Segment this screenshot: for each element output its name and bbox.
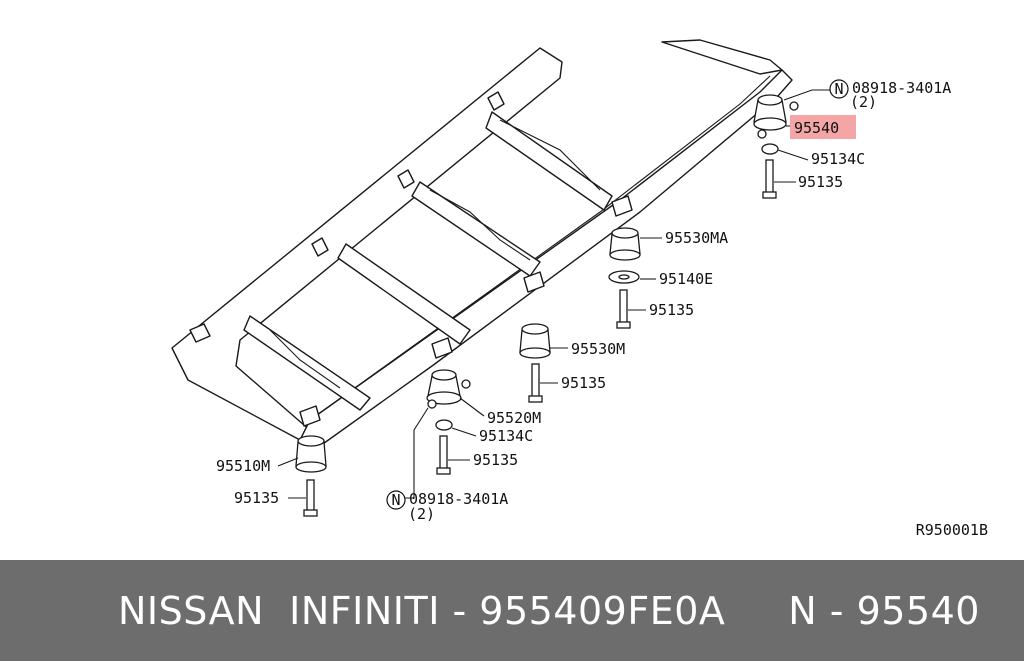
label-nut-bottom: 08918-3401A [409,490,508,508]
leader-lines [277,89,830,499]
footer-banner: NISSAN INFINITI - 955409FE0A N - 95540 [0,560,1024,661]
nut-bottom-symbol-text: N [391,491,400,509]
washer-95134c-bottom [435,419,453,431]
label-bolt-mid: 95135 [649,301,694,319]
bolt-95510m [303,479,318,517]
nut-bottom-2-icon [427,399,437,409]
label-bolt-top: 95135 [798,173,843,191]
bolt-mid [616,289,631,329]
label-washer-bottom: 95134C [479,427,533,445]
label-nut-top: 08918-3401A [852,79,951,97]
highlight-95540 [790,115,856,139]
label-bolt-95530m: 95135 [561,374,606,392]
bolt-top [762,159,777,199]
label-washer-top: 95134C [811,150,865,168]
part-95520m-mount[interactable] [426,369,462,405]
vehicle-frame [171,39,793,447]
label-bolt-95510m: 95135 [234,489,279,507]
diagram-ref-code: R950001B [916,521,988,539]
label-95530m[interactable]: 95530M [571,340,625,358]
nut-top-symbol: N [829,79,849,99]
frame-diagram: N 08918-3401A (2) 95540 95134C 95135 955… [171,39,988,539]
label-95140e: 95140E [659,270,713,288]
label-nut-top-qty: (2) [850,93,877,111]
label-95520m[interactable]: 95520M [487,409,541,427]
label-nut-bottom-qty: (2) [408,505,435,523]
nut-top-symbol-text: N [834,80,843,98]
bolt-95520m [436,435,451,475]
bolt-95530m [528,363,543,403]
nut-bottom-icon [461,379,471,389]
parts-diagram: N 08918-3401A (2) 95540 95134C 95135 955… [171,39,988,539]
part-95530m-bushing[interactable] [519,323,551,359]
washer-95134c-top [761,143,779,155]
part-95510m-bushing[interactable] [295,435,327,473]
washer-95140e-hole [618,274,630,280]
label-95510m[interactable]: 95510M [216,457,270,475]
nut-top-icon [789,101,799,111]
part-95530ma-bushing[interactable] [609,227,641,261]
label-95530ma[interactable]: 95530MA [665,229,728,247]
nut-bottom-symbol: N [386,490,406,510]
part-95540-mount[interactable] [753,94,787,131]
label-95540[interactable]: 95540 [794,119,839,137]
nut-top-2-icon [757,129,767,139]
part-number-caption: NISSAN INFINITI - 955409FE0A N - 95540 [118,588,980,633]
label-bolt-95520m: 95135 [473,451,518,469]
